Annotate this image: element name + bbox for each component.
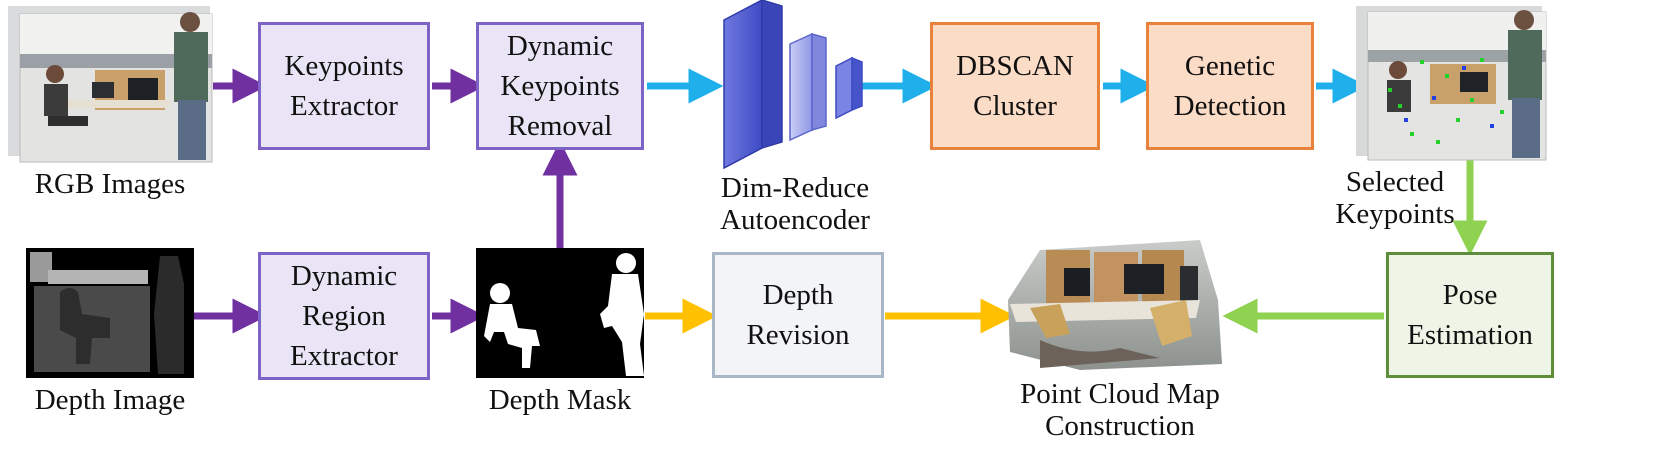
autoencoder-label: Dim-Reduce Autoencoder xyxy=(720,172,870,236)
point-cloud-construction-label: Point Cloud Map Construction xyxy=(1020,378,1220,442)
keypoints-extractor-box: Keypoints Extractor xyxy=(258,22,430,150)
point-cloud-map-image xyxy=(1008,240,1222,370)
depth-image-thumbnail xyxy=(26,248,194,378)
pose-estimation-box: Pose Estimation xyxy=(1386,252,1554,378)
depth-revision-box: Depth Revision xyxy=(712,252,884,378)
dynamic-keypoints-removal-box: Dynamic Keypoints Removal xyxy=(476,22,644,150)
dynamic-region-extractor-box: Dynamic Region Extractor xyxy=(258,252,430,380)
rgb-images-label: RGB Images xyxy=(34,168,186,200)
depth-mask-label: Depth Mask xyxy=(488,384,632,416)
autoencoder-icon xyxy=(723,0,863,170)
selected-keypoints-thumbnail xyxy=(1356,6,1547,161)
rgb-images-thumbnail xyxy=(8,6,213,163)
dbscan-cluster-box: DBSCAN Cluster xyxy=(930,22,1100,150)
genetic-detection-box: Genetic Detection xyxy=(1146,22,1314,150)
depth-image-label: Depth Image xyxy=(34,384,186,416)
depth-mask-thumbnail xyxy=(476,248,644,378)
selected-keypoints-label: Selected Keypoints xyxy=(1335,166,1455,230)
